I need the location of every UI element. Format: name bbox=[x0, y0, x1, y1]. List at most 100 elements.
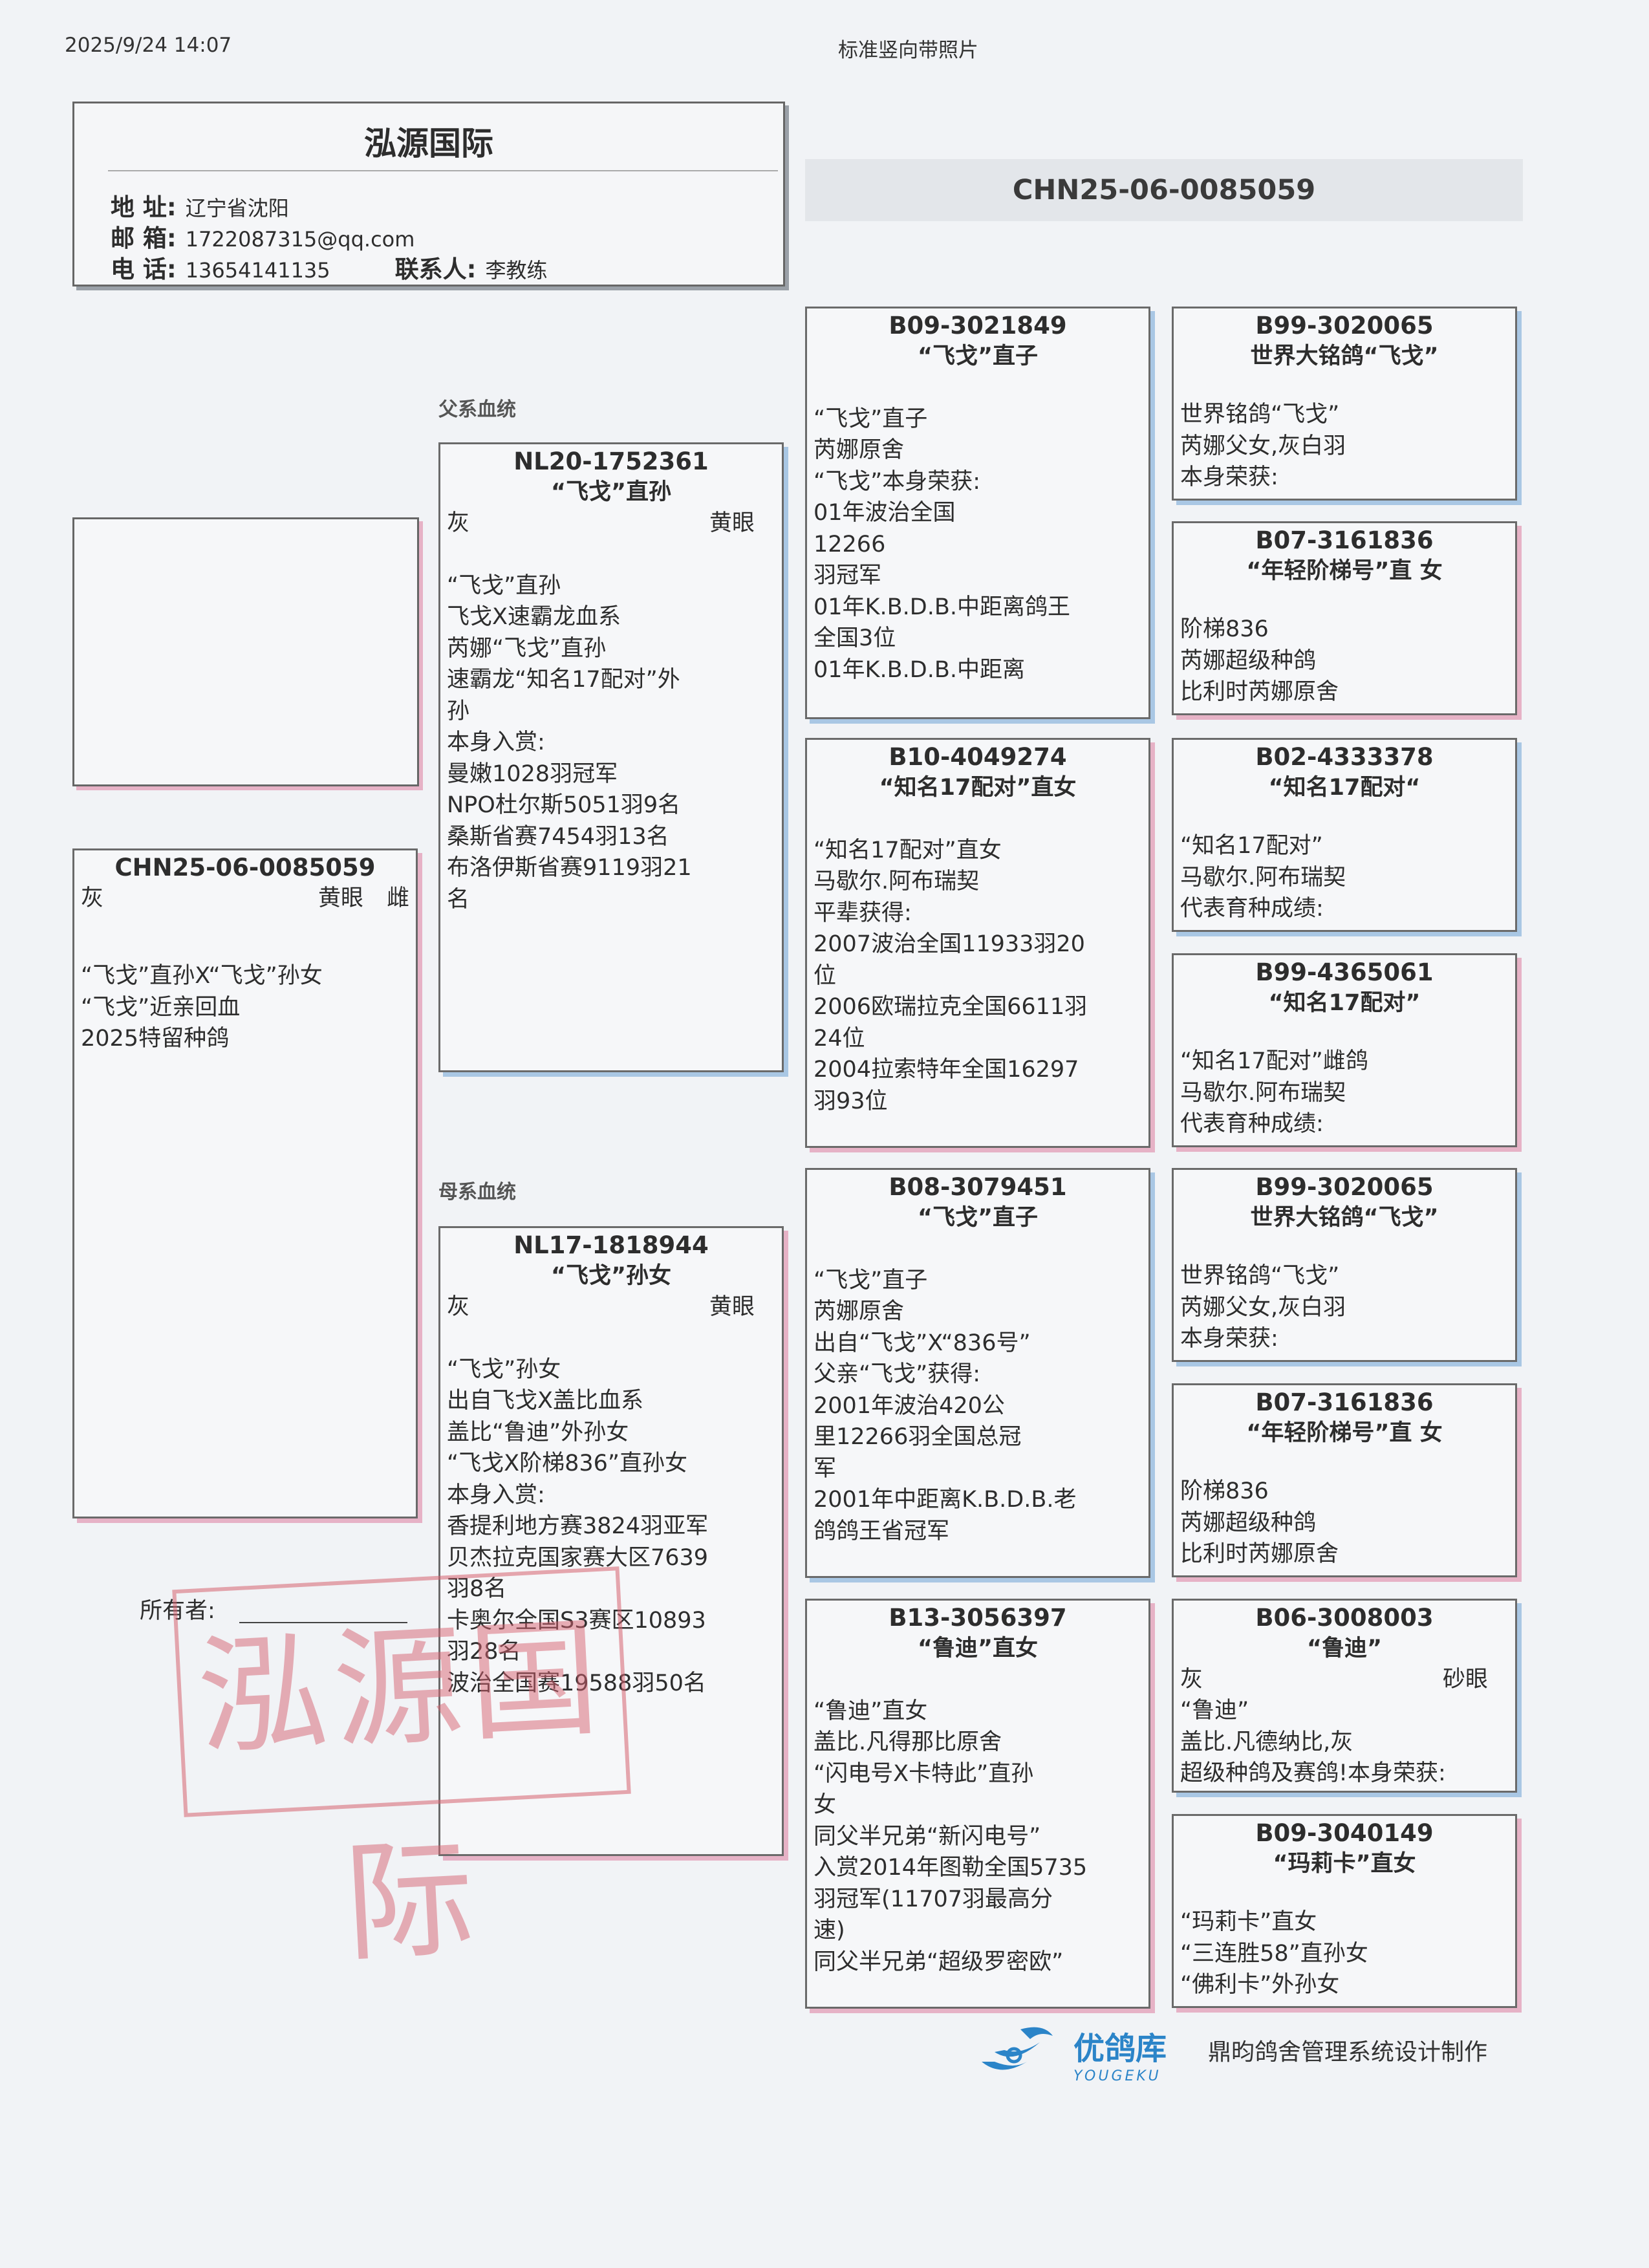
subject-eye: 黄眼 bbox=[318, 885, 363, 911]
subject-notes: “飞戈”直孙X“飞戈”孙女 “飞戈”近亲回血 2025特留种鸽 bbox=[81, 963, 323, 1052]
dam-name: “飞戈”孙女 bbox=[550, 1263, 671, 1289]
ggp-ring: B02-4333378 bbox=[1255, 743, 1434, 771]
grandparent-card-dam-sire: B08-3079451 “飞戈”直子 “飞戈”直子 芮娜原舍 出自“飞戈”X“8… bbox=[805, 1168, 1150, 1578]
dam-ring: NL17-1818944 bbox=[513, 1231, 709, 1259]
gp-notes: “鲁迪”直女 盖比.凡得那比原舍 “闪电号X卡特此”直孙 女 同父半兄弟“新闪电… bbox=[814, 1698, 1088, 1975]
gp-name: “飞戈”直子 bbox=[917, 1205, 1038, 1231]
ggp-name: “鲁迪” bbox=[1306, 1636, 1382, 1661]
ggp-color: 灰 bbox=[1180, 1667, 1203, 1692]
print-datetime: 2025/9/24 14:07 bbox=[65, 34, 232, 57]
phone-label: 电 话: bbox=[111, 255, 177, 283]
owner-info-box: 泓源国际 地 址: 辽宁省沈阳 邮 箱: 1722087315@qq.com 电… bbox=[72, 102, 785, 286]
subject-color: 灰 bbox=[81, 885, 104, 911]
ggp-name: 世界大铭鸽“飞戈” bbox=[1250, 1205, 1439, 1231]
software-credit: 鼎昀鸽舍管理系统设计制作 bbox=[1208, 2039, 1488, 2066]
divider bbox=[108, 170, 778, 171]
ggp-notes: 阶梯836 芮娜超级种鸽 比利时芮娜原舍 bbox=[1180, 1478, 1339, 1567]
ggp-card-7: B06-3008003 “鲁迪” 灰 砂眼 “鲁迪” 盖比.凡德纳比,灰 超级种… bbox=[1172, 1599, 1517, 1793]
ggp-notes: 世界铭鸽“飞戈” 芮娜父女,灰白羽 本身荣获: bbox=[1180, 402, 1346, 490]
sire-card: NL20-1752361 “飞戈”直孙 灰 黄眼 “飞戈”直孙 飞戈X速霸龙血系… bbox=[438, 442, 784, 1072]
dam-notes: “飞戈”孙女 出自飞戈X盖比血系 盖比“鲁迪”外孙女 “飞戈X阶梯836”直孙女… bbox=[447, 1356, 709, 1696]
gp-ring: B09-3021849 bbox=[889, 312, 1067, 340]
grandparent-card-sire-sire: B09-3021849 “飞戈”直子 “飞戈”直子 芮娜原舍 “飞戈”本身荣获:… bbox=[805, 307, 1150, 719]
ggp-name: “年轻阶梯号”直 女 bbox=[1246, 1420, 1443, 1446]
ggp-card-4: B99-4365061 “知名17配对” “知名17配对”雌鸽 马歇尔.阿布瑞契… bbox=[1172, 953, 1517, 1147]
sire-attrs: 灰 黄眼 bbox=[440, 508, 782, 539]
dam-attrs: 灰 黄眼 bbox=[440, 1291, 782, 1323]
email-label: 邮 箱: bbox=[111, 224, 177, 252]
logo-name: 优鸽库 bbox=[1073, 2031, 1167, 2067]
ggp-card-1: B99-3020065 世界大铭鸽“飞戈” 世界铭鸽“飞戈” 芮娜父女,灰白羽 … bbox=[1172, 307, 1517, 501]
sire-eye: 黄眼 bbox=[709, 510, 755, 536]
address-label: 地 址: bbox=[111, 193, 177, 221]
subject-sex: 雌 bbox=[386, 885, 409, 911]
subject-ring: CHN25-06-0085059 bbox=[114, 854, 376, 881]
ggp-card-3: B02-4333378 “知名17配对“ “知名17配对” 马歇尔.阿布瑞契 代… bbox=[1172, 738, 1517, 932]
ggp-ring: B06-3008003 bbox=[1255, 1604, 1434, 1632]
signature-line bbox=[239, 1622, 407, 1623]
ggp-name: “玛莉卡”直女 bbox=[1273, 1851, 1416, 1877]
dam-eye: 黄眼 bbox=[709, 1294, 755, 1320]
ggp-ring: B99-3020065 bbox=[1255, 1173, 1434, 1201]
document-type: 标准竖向带照片 bbox=[838, 39, 978, 62]
contact-label: 联系人: bbox=[394, 255, 477, 283]
ggp-card-8: B09-3040149 “玛莉卡”直女 “玛莉卡”直女 “三连胜58”直孙女 “… bbox=[1172, 1814, 1517, 2008]
gp-notes: “飞戈”直子 芮娜原舍 出自“飞戈”X“836号” 父亲“飞戈”获得: 2001… bbox=[814, 1267, 1077, 1544]
logo-subtitle: YOUGEKU bbox=[1073, 2068, 1161, 2084]
owner-signature-label: 所有者: bbox=[140, 1598, 215, 1624]
gp-ring: B10-4049274 bbox=[889, 743, 1067, 771]
yougeku-logo: 优鸽库 YOUGEKU bbox=[1073, 2023, 1167, 2084]
email-value: 1722087315@qq.com bbox=[185, 227, 415, 252]
ggp-notes: “知名17配对” 马歇尔.阿布瑞契 代表育种成绩: bbox=[1180, 833, 1346, 922]
ggp-notes: “鲁迪” 盖比.凡德纳比,灰 超级种鸽及赛鸽!本身荣获: bbox=[1180, 1698, 1446, 1786]
email-row: 邮 箱: 1722087315@qq.com bbox=[111, 219, 415, 254]
sire-line-label: 父系血统 bbox=[438, 398, 516, 421]
pigeon-ring-header: CHN25-06-0085059 bbox=[805, 159, 1523, 221]
gp-ring: B13-3056397 bbox=[889, 1604, 1067, 1632]
ggp-ring: B99-4365061 bbox=[1255, 958, 1434, 986]
ggp-ring: B07-3161836 bbox=[1255, 526, 1434, 554]
dam-card: NL17-1818944 “飞戈”孙女 灰 黄眼 “飞戈”孙女 出自飞戈X盖比血… bbox=[438, 1226, 784, 1856]
gp-name: “飞戈”直子 bbox=[917, 343, 1038, 369]
sire-name: “飞戈”直孙 bbox=[550, 479, 671, 505]
ggp-name: “知名17配对” bbox=[1268, 990, 1421, 1016]
ggp-ring: B07-3161836 bbox=[1255, 1388, 1434, 1416]
ggp-notes: “玛莉卡”直女 “三连胜58”直孙女 “佛利卡”外孙女 bbox=[1180, 1909, 1368, 1998]
address-value: 辽宁省沈阳 bbox=[185, 196, 289, 221]
contact-value: 李教练 bbox=[485, 258, 548, 283]
phone-value: 13654141135 bbox=[185, 258, 330, 283]
sire-color: 灰 bbox=[447, 510, 470, 536]
ggp-name: “年轻阶梯号”直 女 bbox=[1246, 558, 1443, 584]
address-row: 地 址: 辽宁省沈阳 bbox=[111, 188, 289, 222]
sire-ring: NL20-1752361 bbox=[513, 448, 709, 475]
ggp-attrs: 灰 砂眼 bbox=[1174, 1664, 1515, 1695]
dam-line-label: 母系血统 bbox=[438, 1181, 516, 1204]
ggp-notes: 阶梯836 芮娜超级种鸽 比利时芮娜原舍 bbox=[1180, 616, 1339, 705]
gp-notes: “知名17配对”直女 马歇尔.阿布瑞契 平辈获得: 2007波治全国11933羽… bbox=[814, 837, 1088, 1114]
sire-notes: “飞戈”直孙 飞戈X速霸龙血系 芮娜“飞戈”直孙 速霸龙“知名17配对”外 孙 … bbox=[447, 572, 692, 913]
ggp-card-6: B07-3161836 “年轻阶梯号”直 女 阶梯836 芮娜超级种鸽 比利时芮… bbox=[1172, 1383, 1517, 1577]
ggp-notes: 世界铭鸽“飞戈” 芮娜父女,灰白羽 本身荣获: bbox=[1180, 1263, 1346, 1352]
ggp-card-5: B99-3020065 世界大铭鸽“飞戈” 世界铭鸽“飞戈” 芮娜父女,灰白羽 … bbox=[1172, 1168, 1517, 1362]
ggp-name: 世界大铭鸽“飞戈” bbox=[1250, 343, 1439, 369]
loft-name: 泓源国际 bbox=[364, 125, 493, 162]
loft-seal-stamp: 泓源国际 bbox=[172, 1566, 631, 1980]
subject-attrs: 灰 黄眼雌 bbox=[74, 883, 416, 914]
gp-name: “鲁迪”直女 bbox=[917, 1636, 1038, 1661]
gp-name: “知名17配对”直女 bbox=[879, 775, 1077, 801]
subject-card: CHN25-06-0085059 灰 黄眼雌 “飞戈”直孙X“飞戈”孙女 “飞戈… bbox=[72, 848, 418, 1518]
ggp-name: “知名17配对“ bbox=[1268, 775, 1421, 801]
ggp-eye: 砂眼 bbox=[1442, 1667, 1488, 1692]
yougeku-logo-icon bbox=[975, 2016, 1059, 2081]
pigeon-photo-placeholder bbox=[72, 517, 419, 786]
ggp-notes: “知名17配对”雌鸽 马歇尔.阿布瑞契 代表育种成绩: bbox=[1180, 1048, 1368, 1137]
gp-notes: “飞戈”直子 芮娜原舍 “飞戈”本身荣获: 01年波治全国 12266 羽冠军 … bbox=[814, 405, 1070, 683]
dam-color: 灰 bbox=[447, 1294, 470, 1320]
ggp-card-2: B07-3161836 “年轻阶梯号”直 女 阶梯836 芮娜超级种鸽 比利时芮… bbox=[1172, 521, 1517, 715]
grandparent-card-dam-dam: B13-3056397 “鲁迪”直女 “鲁迪”直女 盖比.凡得那比原舍 “闪电号… bbox=[805, 1599, 1150, 2009]
ggp-ring: B09-3040149 bbox=[1255, 1819, 1434, 1847]
phone-row: 电 话: 13654141135 联系人: 李教练 bbox=[111, 250, 547, 285]
ggp-ring: B99-3020065 bbox=[1255, 312, 1434, 340]
gp-ring: B08-3079451 bbox=[889, 1173, 1067, 1201]
grandparent-card-sire-dam: B10-4049274 “知名17配对”直女 “知名17配对”直女 马歇尔.阿布… bbox=[805, 738, 1150, 1148]
